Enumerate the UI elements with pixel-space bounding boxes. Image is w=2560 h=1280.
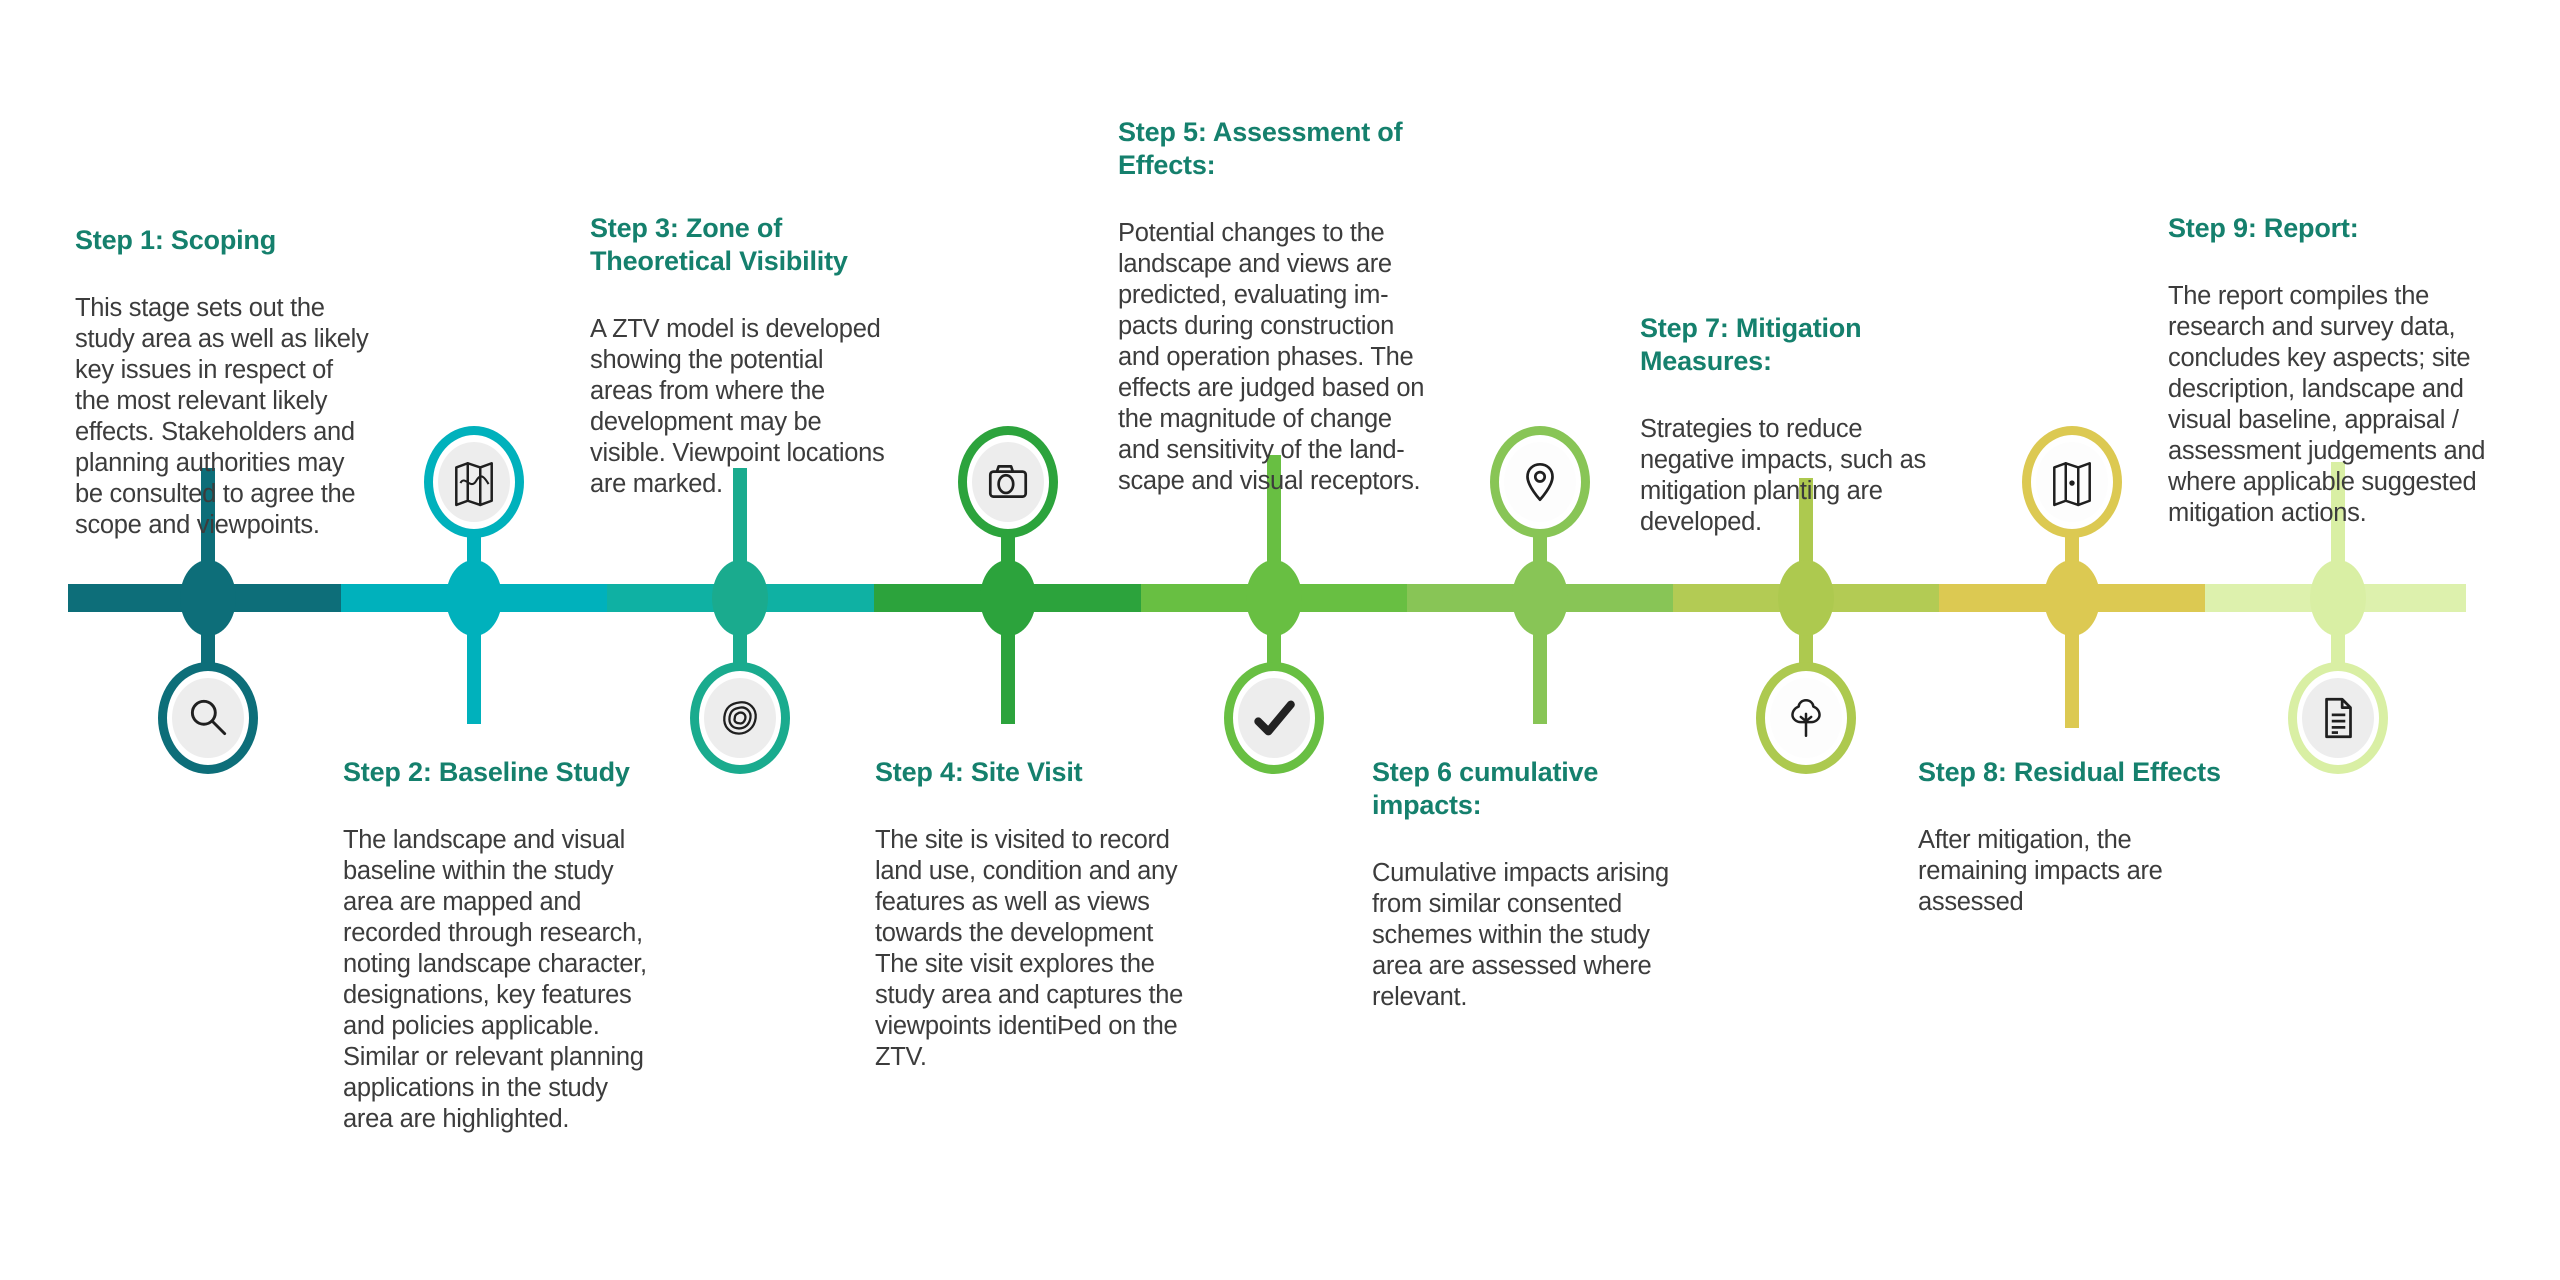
step-7-text: Step 7: Mitigation Measures: Strategies … xyxy=(1640,276,1926,574)
step-4-body: The site is visited to record land use, … xyxy=(875,826,1184,1071)
step-4-text: Step 4: Site Visit The site is visited t… xyxy=(875,720,1183,1109)
step-3-body: A ZTV model is developed showing the pot… xyxy=(590,315,885,498)
step-2-node xyxy=(446,560,502,636)
step-4-icon-circle xyxy=(958,426,1058,538)
step-6-title: Step 6 cumulative impacts: xyxy=(1372,757,1599,820)
step-9-node xyxy=(2310,560,2366,636)
step-2-title: Step 2: Baseline Study xyxy=(343,757,630,787)
step-3-text: Step 3: Zone of Theoretical Visibility A… xyxy=(590,176,885,536)
step-5-text-stem xyxy=(1267,455,1281,590)
step-3-icon-circle xyxy=(690,662,790,774)
magnifier-icon xyxy=(190,699,227,736)
step-5-icon-circle xyxy=(1224,662,1324,774)
step-1-text: Step 1: Scoping This stage sets out the … xyxy=(75,188,369,577)
step-8-text: Step 8: Residual Effects After mitigatio… xyxy=(1918,720,2221,954)
step-2-icon-circle xyxy=(424,426,524,538)
step-9-title: Step 9: Report: xyxy=(2168,213,2359,243)
tree-icon xyxy=(1791,699,1821,737)
step-2-text: Step 2: Baseline Study The landscape and… xyxy=(343,720,647,1171)
contour-icon xyxy=(723,701,757,735)
step-8-node xyxy=(2044,560,2100,636)
step-2-body: The landscape and visual baseline within… xyxy=(343,826,647,1133)
step-6-body: Cumulative impacts arising from similar … xyxy=(1372,859,1669,1011)
step-7-body: Strategies to reduce negative impacts, s… xyxy=(1640,415,1926,536)
step-9-text: Step 9: Report: The report compiles the … xyxy=(2168,176,2485,565)
step-5-text: Step 5: Assessment of Effects: Potential… xyxy=(1118,80,1424,533)
step-1-icon-circle xyxy=(158,662,258,774)
camera-icon xyxy=(988,465,1028,498)
step-6-icon-circle xyxy=(1490,426,1590,538)
step-6-node xyxy=(1512,560,1568,636)
step-5-title: Step 5: Assessment of Effects: xyxy=(1118,117,1403,180)
checkmark-icon xyxy=(1254,700,1295,736)
step-6-text: Step 6 cumulative impacts: Cumulative im… xyxy=(1372,720,1669,1049)
step-8-text-stem xyxy=(2065,606,2079,728)
step-5-body: Potential changes to the landscape and v… xyxy=(1118,219,1425,495)
step-3-text-stem xyxy=(733,468,747,590)
step-8-title: Step 8: Residual Effects xyxy=(1918,757,2221,787)
step-8-icon-circle xyxy=(2022,426,2122,538)
step-1-title: Step 1: Scoping xyxy=(75,225,277,255)
step-3-title: Step 3: Zone of Theoretical Visibility xyxy=(590,213,848,276)
map-icon xyxy=(455,462,493,507)
step-9-text-stem xyxy=(2331,462,2345,590)
step-9-body: The report compiles the research and sur… xyxy=(2168,282,2486,527)
step-7-node xyxy=(1778,560,1834,636)
step-9-icon-circle xyxy=(2288,662,2388,774)
step-5-node xyxy=(1246,560,1302,636)
step-8-body: After mitigation, the remaining impacts … xyxy=(1918,826,2163,916)
step-1-text-stem xyxy=(201,468,215,590)
step-4-title: Step 4: Site Visit xyxy=(875,757,1083,787)
document-icon xyxy=(2325,697,2352,739)
step-4-node xyxy=(980,560,1036,636)
step-3-node xyxy=(712,560,768,636)
step-7-title: Step 7: Mitigation Measures: xyxy=(1640,313,1862,376)
location-pin-icon xyxy=(1526,462,1554,502)
step-1-node xyxy=(180,560,236,636)
step-1-body: This stage sets out the study area as we… xyxy=(75,294,369,539)
step-7-icon-circle xyxy=(1756,662,1856,774)
folded-map-marker-icon xyxy=(2053,462,2091,507)
